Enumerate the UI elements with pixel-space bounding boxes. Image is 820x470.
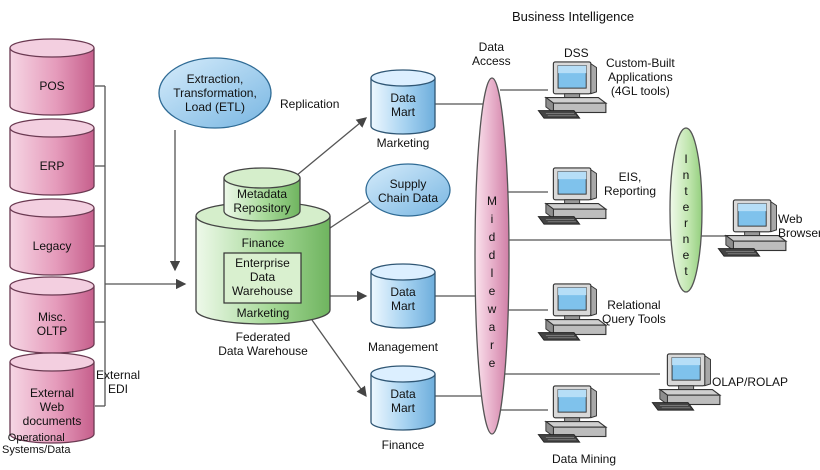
relational-query-computer-icon [537, 283, 607, 341]
source-cylinder-legacy [9, 198, 95, 276]
warehouse-to-finance-mart-arrow [311, 319, 367, 398]
data-mart-caption-finance: Finance [381, 438, 425, 452]
supply-chain-data-oval [365, 163, 451, 217]
federated-data-warehouse-cylinder [195, 201, 331, 325]
source-label-legacy: Legacy [32, 239, 72, 253]
eis-computer-icon [537, 167, 607, 225]
data-mart-cylinder-management [370, 263, 436, 329]
enterprise-data-warehouse-box [223, 252, 302, 304]
web-browser-computer-icon [717, 199, 787, 257]
source-label-pos: POS [39, 79, 65, 93]
data-mart-cylinder-finance [370, 365, 436, 431]
source-cylinder-external-web-documents [9, 352, 95, 444]
etl-process-oval [158, 57, 272, 129]
data-mart-caption-management: Management [367, 340, 439, 354]
warehouse-finance-label: Finance [241, 236, 285, 250]
warehouse-to-marketing-mart-arrow [284, 117, 368, 186]
source-cylinder-pos [9, 38, 95, 116]
replication-label: Replication [280, 97, 340, 111]
source-label-misc-oltp: Misc.OLTP [36, 310, 68, 338]
diagram-title: Business Intelligence [512, 9, 635, 24]
data-mart-caption-marketing: Marketing [376, 136, 430, 150]
eis-reporting-label: EIS,Reporting [604, 170, 657, 198]
data-mining-computer-icon [537, 385, 607, 443]
source-label-erp: ERP [39, 159, 65, 173]
olap-computer-icon [651, 353, 721, 411]
dss-computer-icon [537, 61, 607, 119]
middleware-bar [474, 77, 510, 435]
internet-bar [669, 127, 703, 293]
data-mart-cylinder-marketing [370, 69, 436, 135]
etl-label: Extraction,Transformation,Load (ETL) [173, 72, 257, 114]
source-cylinder-erp [9, 118, 95, 196]
dss-label: DSS [564, 46, 589, 60]
olap-rolap-label: OLAP/ROLAP [712, 375, 789, 389]
source-cylinder-misc-oltp [9, 276, 95, 354]
data-mining-label: Data Mining [552, 452, 617, 466]
metadata-repository-cylinder [223, 167, 301, 222]
warehouse-marketing-label: Marketing [236, 306, 290, 320]
